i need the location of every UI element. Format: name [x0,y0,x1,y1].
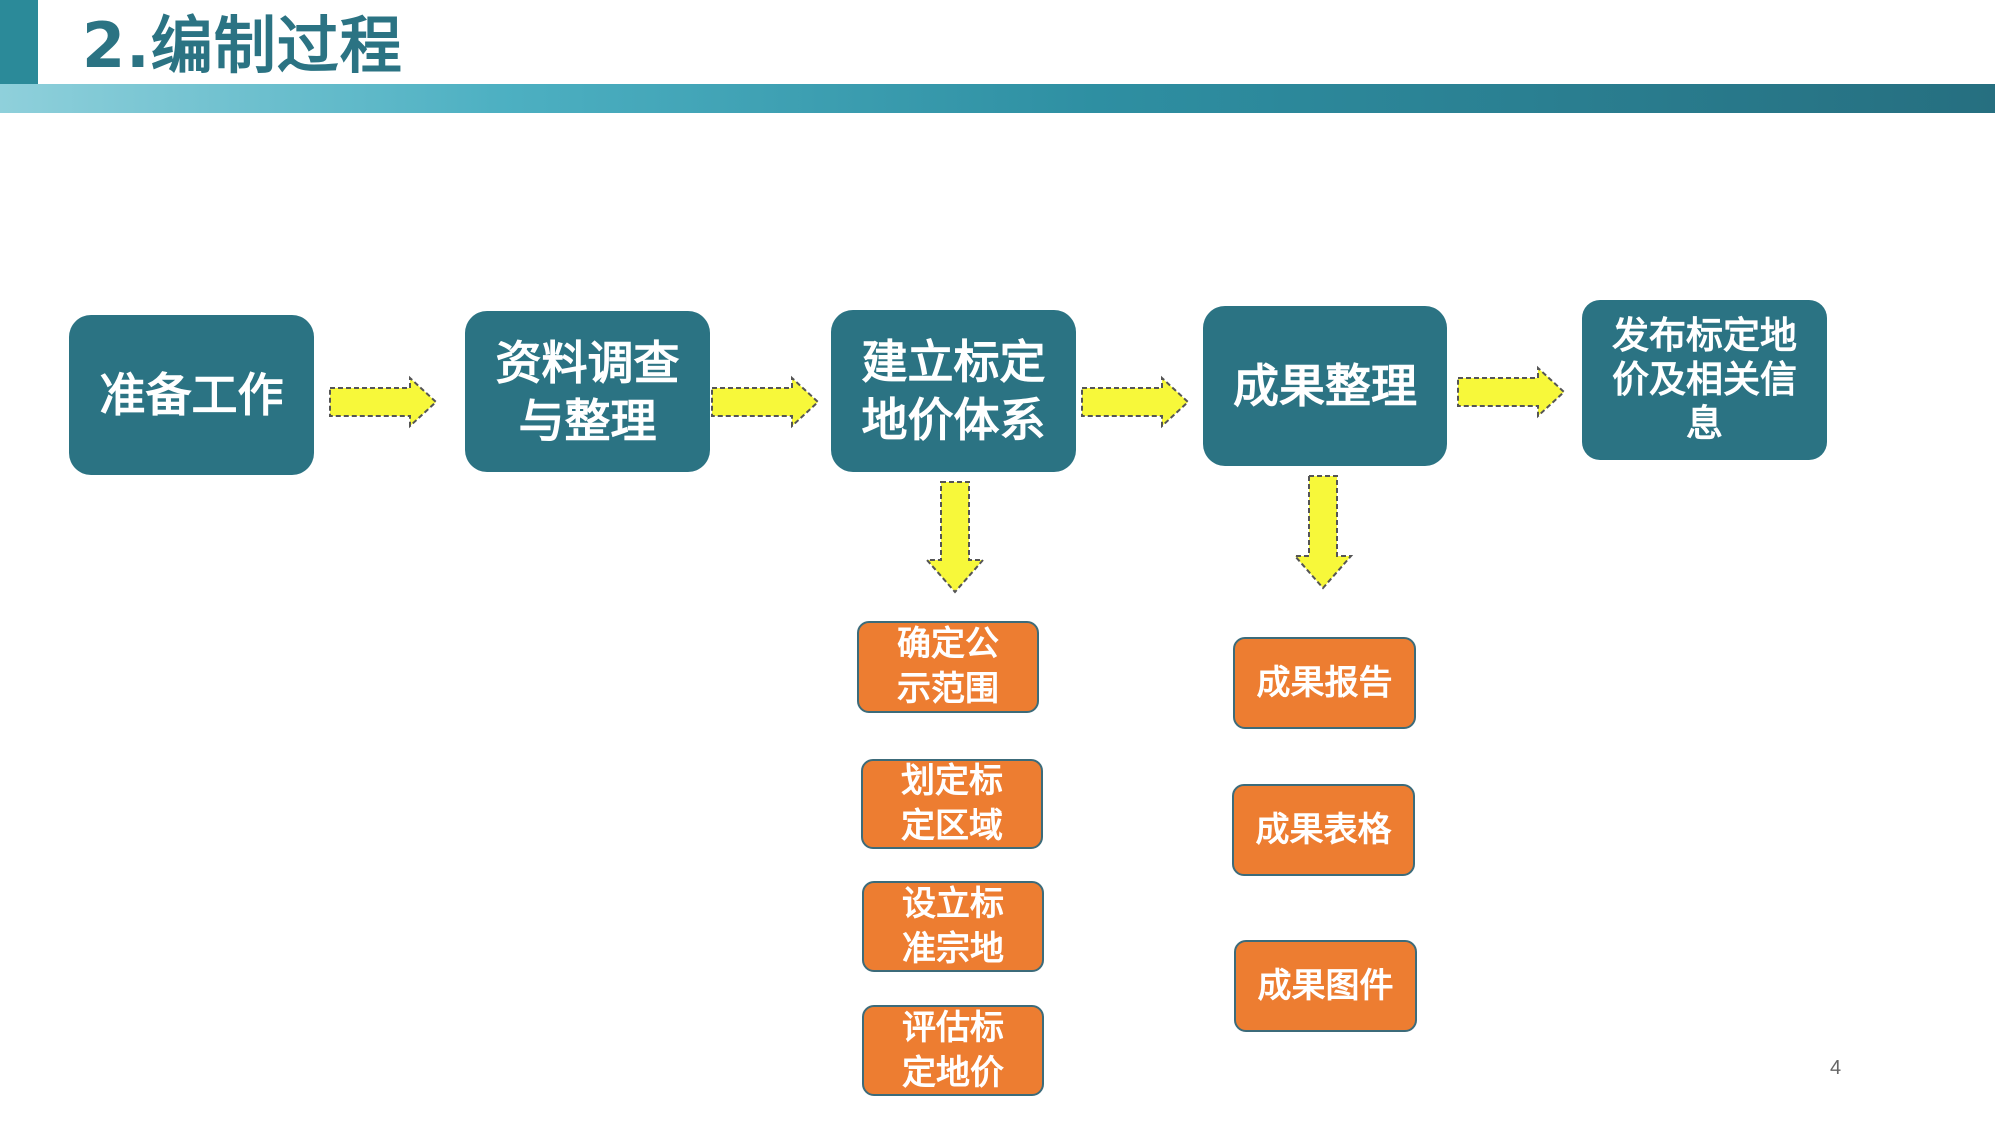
step-preparation: 准备工作 [69,315,314,475]
arrow-right-2 [711,375,820,429]
substep-label: 确定公示范围 [897,624,999,709]
title-gradient-bar [0,84,1995,113]
step-establish-system: 建立标定地价体系 [831,310,1076,472]
step-label: 建立标定地价体系 [861,335,1046,447]
step-data-survey: 资料调查与整理 [465,311,710,472]
arrow-right-1 [329,375,438,429]
substep-result-maps: 成果图件 [1234,940,1417,1032]
substep-scope: 确定公示范围 [857,621,1039,713]
substep-label: 成果报告 [1256,662,1393,703]
substep-evaluate-price: 评估标定地价 [862,1005,1044,1096]
title-accent-bar [0,0,38,84]
substep-standard-parcel: 设立标准宗地 [862,881,1044,972]
page-title: 2.编制过程 [82,9,403,82]
step-label: 准备工作 [99,368,284,422]
substep-region: 划定标定区域 [861,759,1043,849]
step-publish: 发布标定地价及相关信息 [1582,300,1827,460]
arrow-down-2 [1292,475,1354,590]
substep-label: 成果图件 [1257,965,1394,1006]
substep-label: 成果表格 [1255,809,1392,850]
arrow-right-4 [1457,365,1566,419]
substep-result-table: 成果表格 [1232,784,1415,876]
page-number: 4 [1830,1057,1842,1079]
substep-result-report: 成果报告 [1233,637,1416,729]
arrow-down-1 [924,481,986,594]
substep-label: 设立标准宗地 [902,883,1004,969]
step-label: 发布标定地价及相关信息 [1612,314,1797,445]
arrow-right-3 [1081,375,1190,429]
substep-label: 划定标定区域 [901,761,1003,846]
step-result-arrange: 成果整理 [1203,306,1447,466]
step-label: 资料调查与整理 [495,335,680,448]
substep-label: 评估标定地价 [902,1007,1004,1093]
step-label: 成果整理 [1233,359,1417,413]
